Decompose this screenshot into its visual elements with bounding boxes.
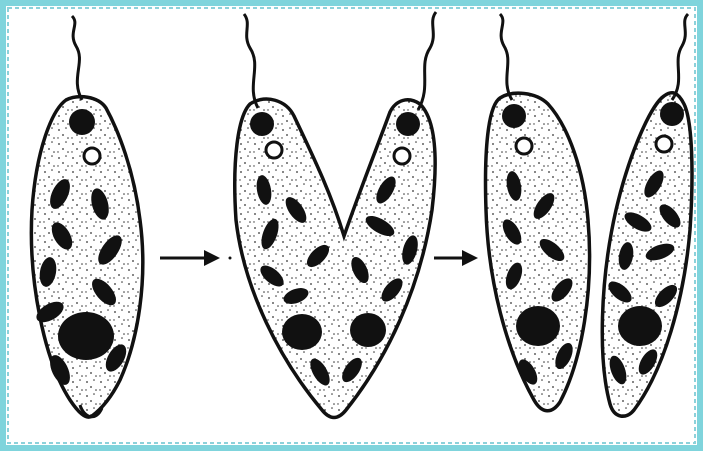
nucleus-left: [282, 314, 322, 350]
nucleus: [516, 306, 560, 346]
contractile-vacuole-left: [266, 142, 282, 158]
eyespot-left: [250, 112, 274, 136]
contractile-vacuole: [84, 148, 100, 164]
nucleus: [618, 306, 662, 346]
eyespot-right: [396, 112, 420, 136]
nucleus-right: [350, 313, 386, 347]
eyespot: [69, 109, 95, 135]
eyespot: [502, 104, 526, 128]
nucleus: [58, 312, 114, 360]
contractile-vacuole: [516, 138, 532, 154]
contractile-vacuole: [656, 136, 672, 152]
contractile-vacuole-right: [394, 148, 410, 164]
eyespot: [660, 102, 684, 126]
